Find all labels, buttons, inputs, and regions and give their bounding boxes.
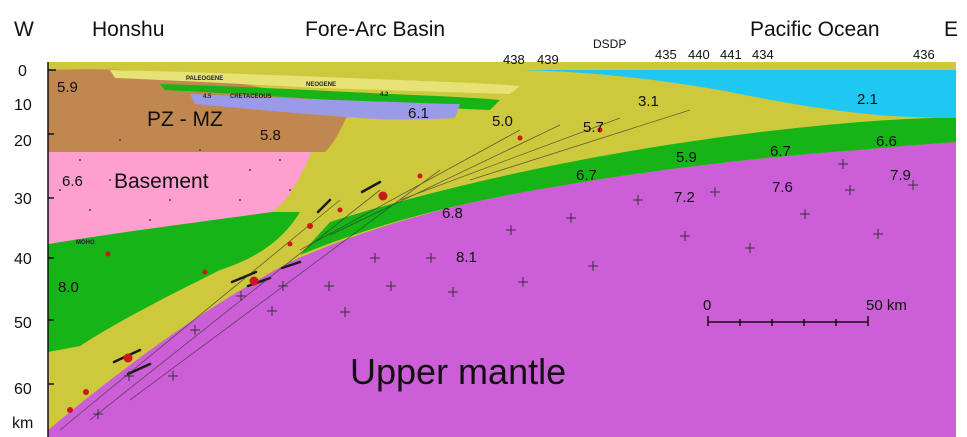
velocity-5-9-east: 5.9 bbox=[676, 149, 697, 166]
depth-tick-40: 40 bbox=[14, 251, 32, 268]
scale-bar bbox=[707, 316, 869, 326]
mantle-crosses bbox=[93, 159, 918, 419]
paleogene-label: PALEOGENE bbox=[186, 76, 223, 82]
cretaceous-label: CRETACEOUS bbox=[230, 94, 272, 100]
velocity-3-1: 3.1 bbox=[638, 93, 659, 110]
oceanic-crust-band bbox=[300, 117, 956, 255]
small-velocity-42: 4.2 bbox=[380, 92, 389, 98]
moho-label: MOHO bbox=[76, 240, 95, 246]
velocity-7-6: 7.6 bbox=[772, 179, 793, 196]
honshu-label: Honshu bbox=[92, 18, 164, 41]
velocity-6-6-east: 6.6 bbox=[876, 133, 897, 150]
earthquake-dots bbox=[67, 127, 603, 413]
basement-speckles bbox=[59, 139, 291, 221]
velocity-5-8: 5.8 bbox=[260, 127, 281, 144]
depth-tick-0: 0 bbox=[18, 63, 27, 80]
velocity-7-2: 7.2 bbox=[674, 189, 695, 206]
neogene-label: NEOGENE bbox=[306, 82, 336, 88]
depth-tick-10: 10 bbox=[14, 97, 32, 114]
velocity-5-9-west: 5.9 bbox=[57, 79, 78, 96]
thin-fault-lines bbox=[59, 109, 691, 431]
depth-tick-30: 30 bbox=[14, 191, 32, 208]
depth-tick-50: 50 bbox=[14, 315, 32, 332]
ocean-region bbox=[520, 70, 956, 118]
east-label: E bbox=[944, 18, 958, 41]
velocity-6-8: 6.8 bbox=[442, 205, 463, 222]
west-label: W bbox=[14, 18, 34, 41]
basement-label: Basement bbox=[114, 170, 209, 193]
pacific-ocean-label: Pacific Ocean bbox=[750, 18, 880, 41]
site-label-441: 441 bbox=[720, 47, 742, 62]
lower-crust-west bbox=[48, 212, 300, 352]
pz-mz-label: PZ - MZ bbox=[147, 108, 223, 131]
depth-tick-20: 20 bbox=[14, 133, 32, 150]
depth-tick-60: 60 bbox=[14, 381, 32, 398]
velocity-6-7-east: 6.7 bbox=[770, 143, 791, 160]
site-label-436: 436 bbox=[913, 47, 935, 62]
velocity-8-1: 8.1 bbox=[456, 249, 477, 266]
dsdp-label: DSDP bbox=[593, 37, 626, 51]
pz-mz-region bbox=[48, 69, 352, 152]
site-label-438: 438 bbox=[503, 52, 525, 67]
site-label-434: 434 bbox=[752, 47, 774, 62]
top-strata bbox=[110, 70, 520, 94]
velocity-2-1: 2.1 bbox=[857, 91, 878, 108]
site-label-439: 439 bbox=[537, 52, 559, 67]
velocity-5-0: 5.0 bbox=[492, 113, 513, 130]
depth-unit-label: km bbox=[12, 415, 33, 432]
site-label-435: 435 bbox=[655, 47, 677, 62]
depth-axis-line bbox=[47, 62, 56, 437]
velocity-6-1: 6.1 bbox=[408, 105, 429, 122]
small-velocity-45: 4.5 bbox=[203, 94, 212, 100]
site-label-440: 440 bbox=[688, 47, 710, 62]
velocity-6-7-mid: 6.7 bbox=[576, 167, 597, 184]
velocity-6-6-west: 6.6 bbox=[62, 173, 83, 190]
scale-bar-end-label: 50 km bbox=[866, 297, 907, 314]
upper-mantle-region bbox=[48, 142, 956, 437]
cretaceous-band bbox=[190, 94, 460, 120]
velocity-5-7: 5.7 bbox=[583, 119, 604, 136]
upper-mantle-label: Upper mantle bbox=[350, 351, 566, 392]
fore-arc-basin-label: Fore-Arc Basin bbox=[305, 18, 445, 41]
scale-bar-start-label: 0 bbox=[703, 297, 711, 314]
velocity-7-9: 7.9 bbox=[890, 167, 911, 184]
velocity-8-0: 8.0 bbox=[58, 279, 79, 296]
